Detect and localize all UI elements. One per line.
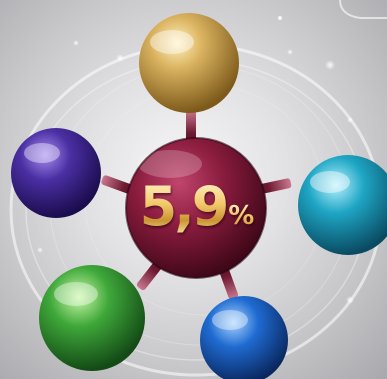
sphere-bottom-left xyxy=(39,265,145,371)
corner-frame xyxy=(339,0,387,19)
sphere-left xyxy=(11,128,101,218)
sphere-top xyxy=(139,13,239,113)
sphere-bottom-right xyxy=(200,296,288,379)
sphere-center xyxy=(125,137,267,279)
sphere-right xyxy=(298,155,387,255)
